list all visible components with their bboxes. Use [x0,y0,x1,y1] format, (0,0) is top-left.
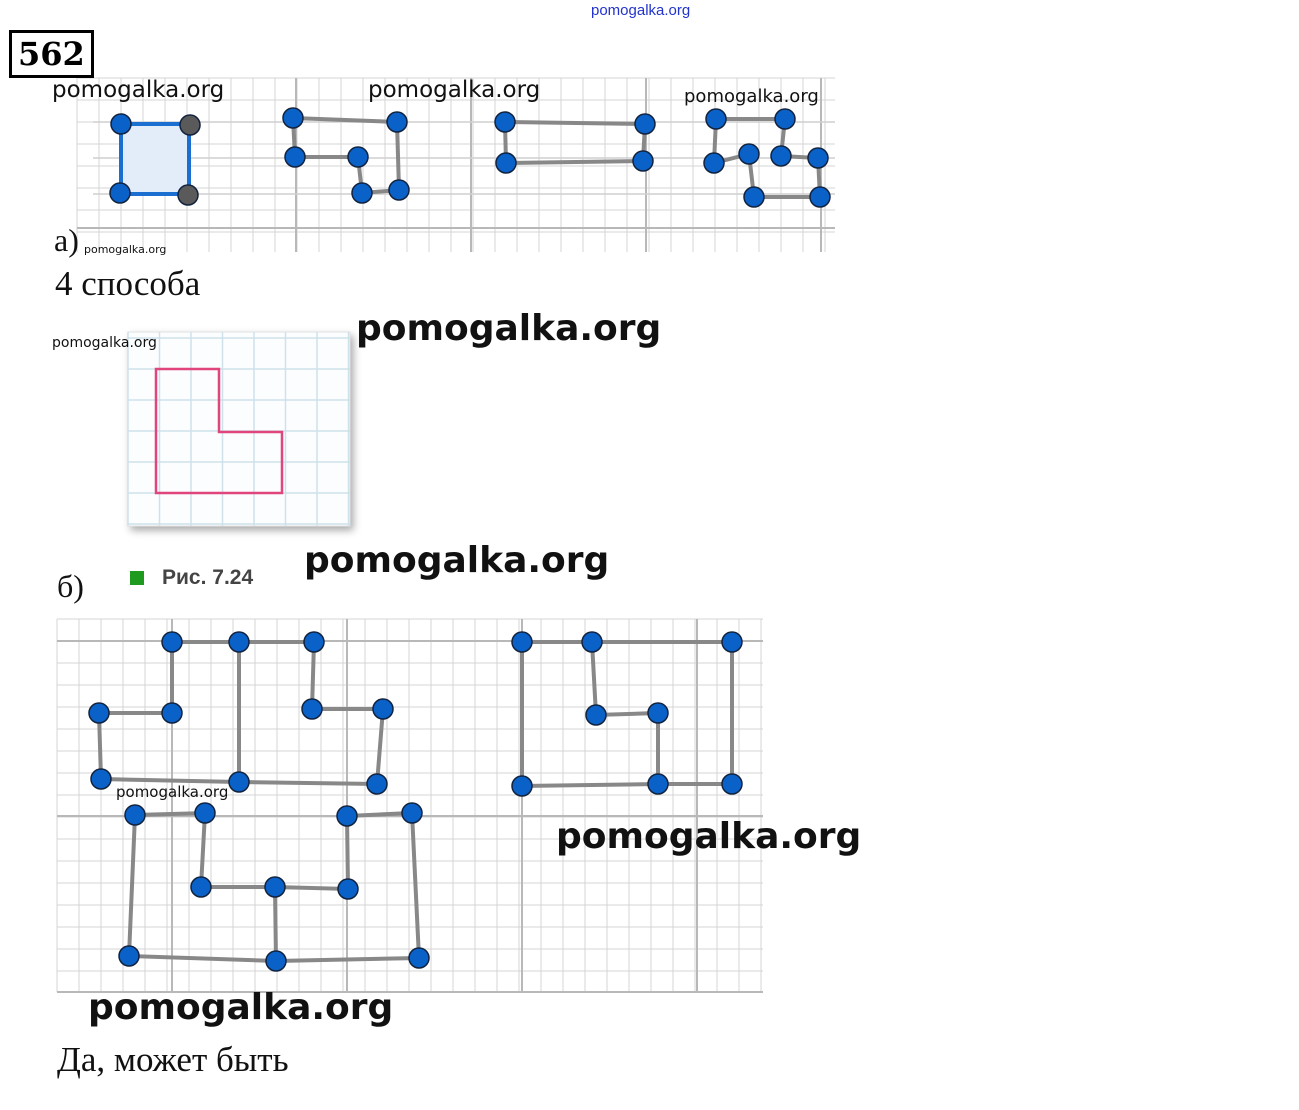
watermark: pomogalka.org [52,335,157,351]
square-shape [119,122,191,196]
vertex-dot [336,805,358,827]
vertex-dot [774,108,796,130]
part-b-label: б) [57,568,84,604]
vertex-dot [770,145,792,167]
vertex-dot [228,771,250,793]
vertex-dot [90,768,112,790]
vertex-dot [647,702,669,724]
vertex-dot [351,182,373,204]
vertex-dot [721,631,743,653]
vertex-dot [264,876,286,898]
part-a-answer: 4 способа [55,264,201,303]
vertex-dot [743,186,765,208]
vertex-dot [372,698,394,720]
vertex-dot [179,114,201,136]
figure-caption: Рис. 7.24 [162,566,254,589]
vertex-dot [118,945,140,967]
vertex-dot [88,702,110,724]
vertex-dot [366,773,388,795]
vertex-dot [161,702,183,724]
vertex-dot [738,143,760,165]
watermark: pomogalka.org [116,783,229,801]
watermark: pomogalka.org [88,987,394,1028]
vertex-dot [228,631,250,653]
vertex-dot [110,113,132,135]
vertex-dot [632,150,654,172]
vertex-dot [807,147,829,169]
vertex-dot [177,184,199,206]
vertex-dot [109,182,131,204]
vertex-dot [581,631,603,653]
vertex-dot [495,152,517,174]
vertex-dot [265,950,287,972]
vertex-dot [124,804,146,826]
vertex-dot [647,773,669,795]
vertex-dot [494,111,516,133]
segment-line [291,116,402,196]
watermark: pomogalka.org [368,77,541,103]
vertex-dot [408,947,430,969]
vertex-dot [809,186,831,208]
vertex-dot [386,111,408,133]
watermark: pomogalka.org [556,816,862,857]
site-watermark: pomogalka.org [591,2,691,19]
vertex-dot [511,631,533,653]
vertex-dot [284,146,306,168]
vertex-dot [585,704,607,726]
vertex-dot [511,775,533,797]
segment-line [590,641,660,784]
watermark: pomogalka.org [84,243,167,256]
vertex-dot [161,631,183,653]
vertex-dot [401,802,423,824]
vertex-dot [388,179,410,201]
vertex-dot [337,878,359,900]
vertex-dot [721,773,743,795]
vertex-dot [705,108,727,130]
part-a-label: а) [54,222,79,258]
vertex-dot [301,698,323,720]
vertex-dot [282,107,304,129]
vertex-dot [194,802,216,824]
segment-line [503,120,648,166]
watermark: pomogalka.org [356,308,662,349]
vertex-dot [347,146,369,168]
vertex-dot [190,876,212,898]
part-b-answer: Да, может быть [57,1040,289,1079]
vertex-dot [703,152,725,174]
segment-line [273,886,278,962]
watermark: pomogalka.org [52,77,225,103]
l-shape-outline [154,367,284,495]
vertex-dot [634,113,656,135]
caption-marker-icon [130,571,144,585]
task-number: 562 [9,30,94,78]
watermark: pomogalka.org [684,86,819,107]
vertex-dot [303,631,325,653]
watermark: pomogalka.org [304,540,610,581]
